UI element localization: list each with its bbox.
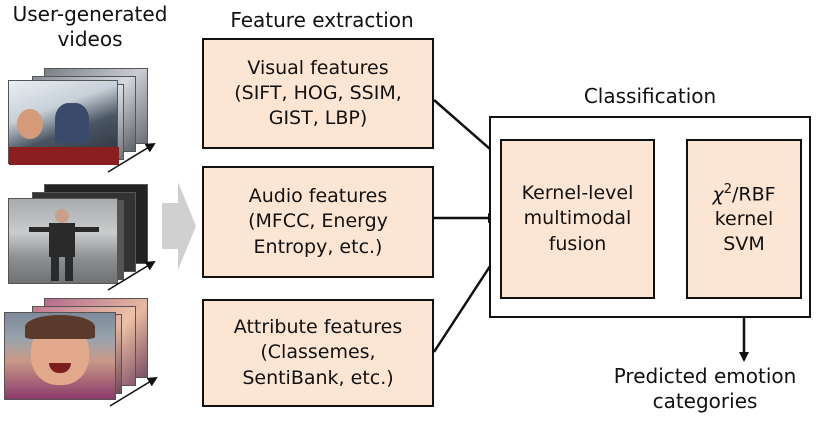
- person-figure: [55, 209, 69, 223]
- video-arrow-3: [109, 376, 158, 407]
- person-figure: [29, 227, 99, 232]
- feature-extraction-label: Feature extraction: [230, 8, 414, 32]
- child-hair: [25, 315, 95, 339]
- arrow-visual-to-fusion: [433, 99, 500, 158]
- car-seat: [9, 147, 119, 165]
- child-mouth: [49, 363, 71, 373]
- video-arrow-1: [107, 142, 156, 173]
- video-frame-front: [8, 198, 118, 284]
- svm-box: χ2/RBF kernel SVM: [686, 139, 802, 299]
- attribute-features-box: Attribute features (Classemes, SentiBank…: [202, 299, 434, 407]
- chi-symbol: χ: [712, 183, 724, 206]
- arrow-attribute-to-fusion: [432, 252, 500, 353]
- svm-text: /RBF kernel SVM: [714, 183, 776, 256]
- person-figure: [65, 257, 73, 281]
- classification-label: Classification: [583, 84, 717, 108]
- person-figure: [17, 109, 43, 139]
- big-grey-arrow: [162, 182, 196, 270]
- audio-features-box: Audio features (MFCC, Energy Entropy, et…: [202, 166, 434, 278]
- video-stack-1: [8, 66, 158, 166]
- video-stack-2: [8, 182, 158, 284]
- person-figure: [51, 257, 59, 281]
- video-frame-front: [4, 312, 116, 400]
- svm-label: χ2/RBF kernel SVM: [712, 181, 775, 258]
- visual-features-box: Visual features (SIFT, HOG, SSIM, GIST, …: [202, 38, 434, 149]
- videos-label: User-generated videos: [12, 2, 168, 51]
- video-stack-3: [4, 298, 158, 403]
- chi-superscript: 2: [723, 181, 732, 197]
- person-figure: [55, 103, 89, 143]
- predicted-label: Predicted emotion categories: [613, 364, 797, 413]
- video-arrow-2: [107, 260, 156, 291]
- fusion-box: Kernel-level multimodal fusion: [500, 139, 655, 299]
- video-frame-front: [8, 80, 119, 165]
